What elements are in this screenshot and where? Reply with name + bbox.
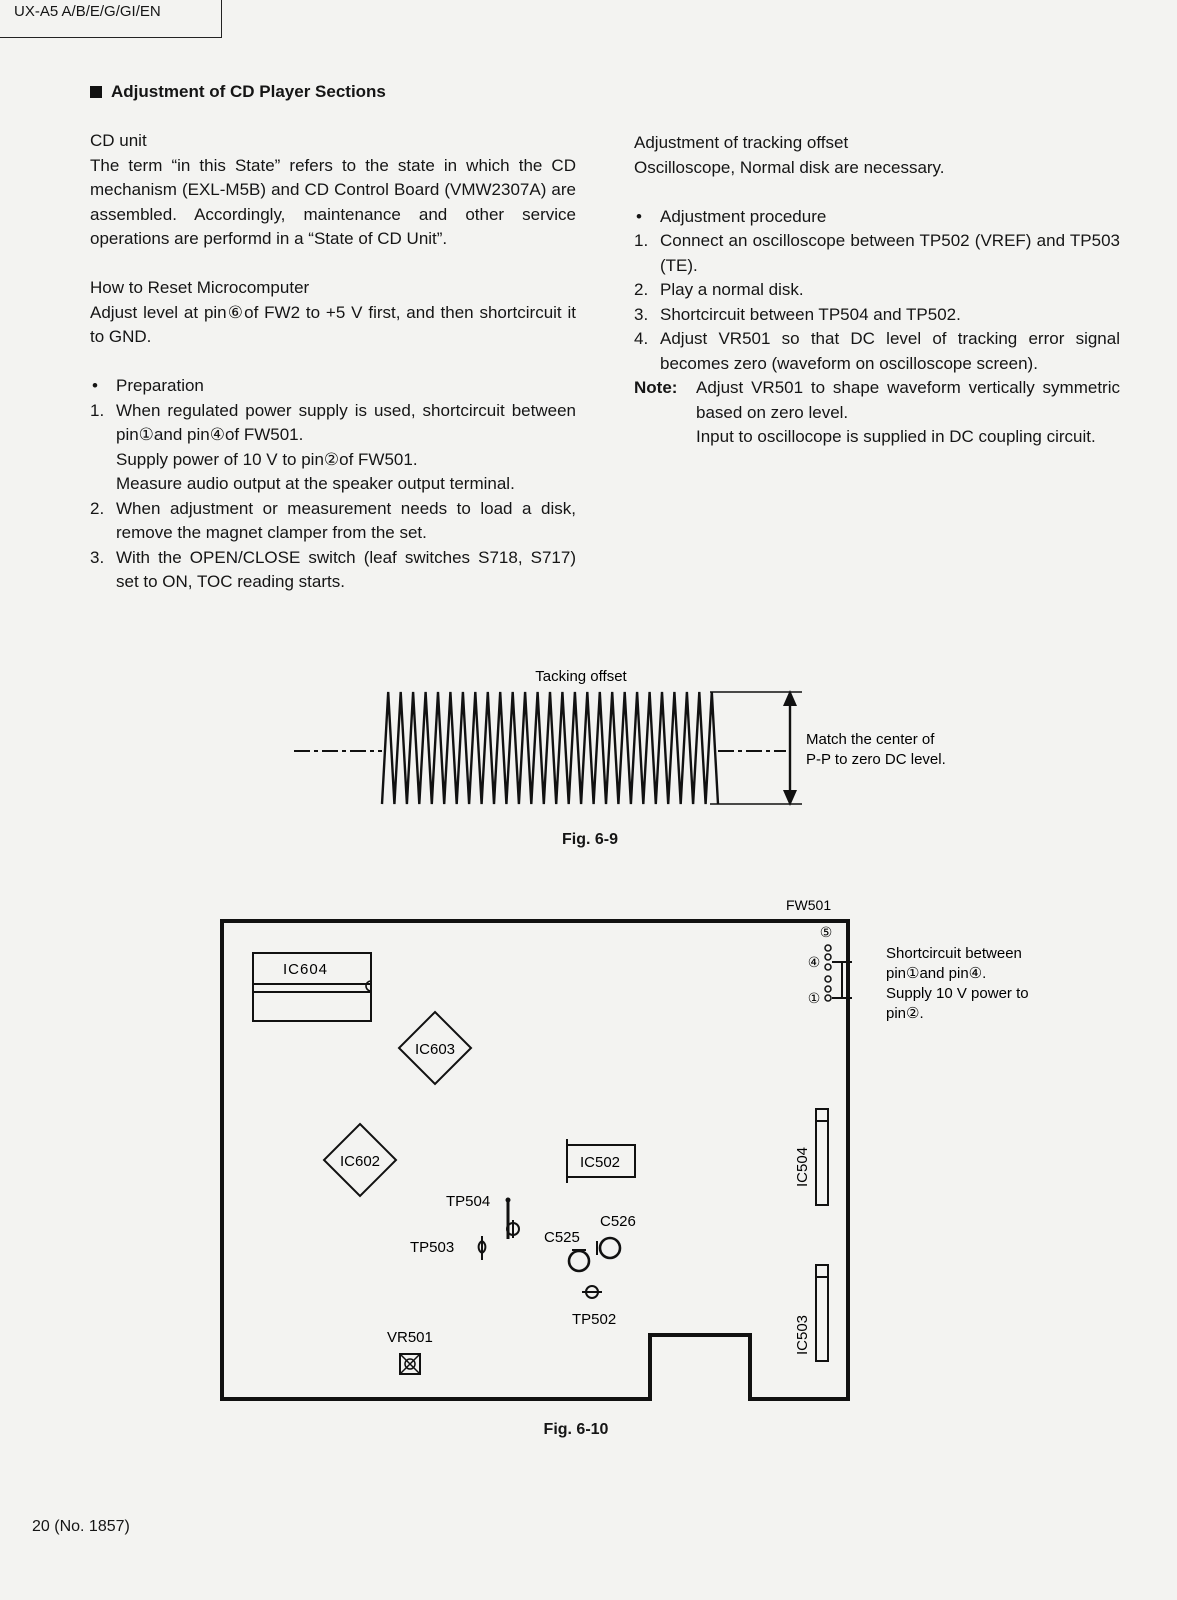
c525: C525: [544, 1229, 591, 1273]
list-item: 3. With the OPEN/CLOSE switch (leaf swit…: [90, 546, 576, 595]
list-item: 2. Play a normal disk.: [634, 278, 1120, 303]
fw501-note-line: Supply 10 V power to: [886, 985, 1029, 1002]
note-line: Adjust VR501 to shape waveform verticall…: [696, 378, 1120, 422]
list-item-text: Connect an oscilloscope between TP502 (V…: [660, 231, 1120, 275]
figure-caption: Fig. 6-9: [561, 831, 618, 848]
list-item-line: Measure audio output at the speaker outp…: [116, 474, 515, 493]
procedure-heading-text: Adjustment procedure: [660, 206, 827, 226]
component-label: IC603: [415, 1041, 455, 1058]
list-item: 3. Shortcircuit between TP504 and TP502.: [634, 303, 1120, 328]
tp504: TP504: [446, 1193, 511, 1239]
section-title: Adjustment of CD Player Sections: [90, 82, 386, 102]
note-block: Note: Adjust VR501 to shape waveform ver…: [634, 376, 1120, 450]
component-label: TP503: [410, 1239, 454, 1256]
component-label: C525: [544, 1229, 580, 1246]
section-title-text: Adjustment of CD Player Sections: [111, 82, 386, 101]
component-label: IC602: [340, 1153, 380, 1170]
list-item-number: 2.: [90, 498, 105, 518]
reset-heading: How to Reset Microcomputer: [90, 278, 310, 297]
tp502: TP502: [572, 1285, 616, 1328]
component-label: VR501: [387, 1329, 433, 1346]
list-item-number: 1.: [90, 400, 105, 420]
procedure-heading: • Adjustment procedure: [634, 205, 1120, 230]
component-label: IC502: [580, 1154, 620, 1171]
list-item-number: 3.: [634, 304, 649, 324]
bullet-dot: •: [92, 376, 98, 395]
list-item-line: With the OPEN/CLOSE switch (leaf switche…: [116, 547, 576, 592]
cd-unit-heading: CD unit: [90, 131, 147, 150]
tracking-offset-figure: Tacking offset Match the center of P-P t…: [294, 668, 946, 806]
component-label: IC604: [283, 961, 328, 978]
preparation-list: 1. When regulated power supply is used, …: [90, 399, 576, 595]
procedure-list: 1. Connect an oscilloscope between TP502 …: [634, 229, 1120, 376]
model-header: UX-A5 A/B/E/G/GI/EN: [0, 0, 222, 38]
ic504: IC504: [794, 1108, 829, 1206]
list-item-text: Adjust VR501 so that DC level of trackin…: [660, 329, 1120, 373]
component-label: IC503: [794, 1315, 811, 1355]
preparation-heading-text: Preparation: [116, 376, 204, 395]
square-bullet-icon: [90, 86, 102, 98]
list-item-text: Shortcircuit between TP504 and TP502.: [660, 304, 961, 324]
component-label: TP502: [572, 1311, 616, 1328]
ic602: IC602: [322, 1122, 398, 1198]
list-item: 4. Adjust VR501 so that DC level of track…: [634, 327, 1120, 376]
note-label: Note:: [634, 378, 678, 397]
fw501-note-line: pin②.: [886, 1005, 924, 1022]
list-item: 2. When adjustment or measurement needs …: [90, 497, 576, 546]
note-line: Input to oscillocope is supplied in DC c…: [696, 427, 1096, 446]
list-item-line: When adjustment or measurement needs to …: [116, 498, 576, 543]
ic604: IC604: [252, 952, 372, 1022]
page-number: 20 (No. 1857): [32, 1518, 130, 1535]
ic503: IC503: [794, 1264, 829, 1362]
list-item-number: 1.: [634, 231, 649, 250]
left-column: CD unit The term “in this State” refers …: [90, 129, 576, 595]
tracking-intro: Oscilloscope, Normal disk are necessary.: [634, 157, 945, 177]
vr501: VR501: [387, 1329, 433, 1375]
board-outline: [220, 919, 850, 1401]
list-item-line: Supply power of 10 V to pin②of FW501.: [116, 449, 418, 469]
list-item-number: 4.: [634, 329, 649, 348]
annotation-line: P-P to zero DC level.: [806, 751, 946, 768]
annotation-line: Match the center of: [806, 731, 935, 748]
reset-text: Adjust level at pin⑥of FW2 to +5 V first…: [90, 302, 576, 347]
list-item: 1. Connect an oscilloscope between TP502 …: [634, 229, 1120, 278]
ic603: IC603: [397, 1010, 473, 1086]
right-column: Adjustment of tracking offset Oscillosco…: [634, 131, 1120, 450]
bullet-dot: •: [636, 206, 642, 226]
list-item: 1. When regulated power supply is used, …: [90, 399, 576, 497]
component-label: C526: [600, 1213, 636, 1230]
shortcircuit-wire: [832, 961, 843, 999]
list-item-text: Play a normal disk.: [660, 280, 804, 299]
list-item-number: 2.: [634, 280, 649, 299]
list-item-number: 3.: [90, 547, 105, 567]
arrow-up-icon: [783, 690, 797, 706]
figure-caption: Fig. 6-10: [543, 1421, 609, 1438]
pin-label: ①: [808, 990, 821, 1006]
component-label: TP504: [446, 1193, 490, 1210]
board-layout-figure: FW501 IC604 IC603 IC602 IC502 IC504 IC50…: [220, 897, 1029, 1401]
tracking-heading: Adjustment of tracking offset: [634, 133, 849, 152]
list-item-line: When regulated power supply is used, sho…: [116, 400, 576, 445]
pin-label: ⑤: [820, 924, 833, 940]
pin-label: ④: [808, 954, 821, 970]
model-label: UX-A5 A/B/E/G/GI/EN: [14, 3, 161, 20]
waveform: [380, 691, 720, 805]
cd-unit-text: The term “in this State” refers to the s…: [90, 155, 576, 249]
fw501-note-line: Shortcircuit between: [886, 945, 1022, 962]
c526: C526: [596, 1213, 636, 1260]
fw501-note-line: pin①and pin④.: [886, 965, 986, 982]
fw501-pins: ⑤ ④ ①: [808, 924, 852, 1006]
tp503: TP503: [410, 1236, 487, 1260]
preparation-heading: • Preparation: [90, 374, 576, 399]
arrow-down-icon: [783, 790, 797, 806]
component-label: IC504: [794, 1147, 811, 1187]
tp504-pad: [506, 1220, 520, 1238]
connector-label: FW501: [786, 897, 831, 913]
ic502: IC502: [566, 1139, 636, 1183]
figure-title: Tacking offset: [535, 668, 627, 685]
